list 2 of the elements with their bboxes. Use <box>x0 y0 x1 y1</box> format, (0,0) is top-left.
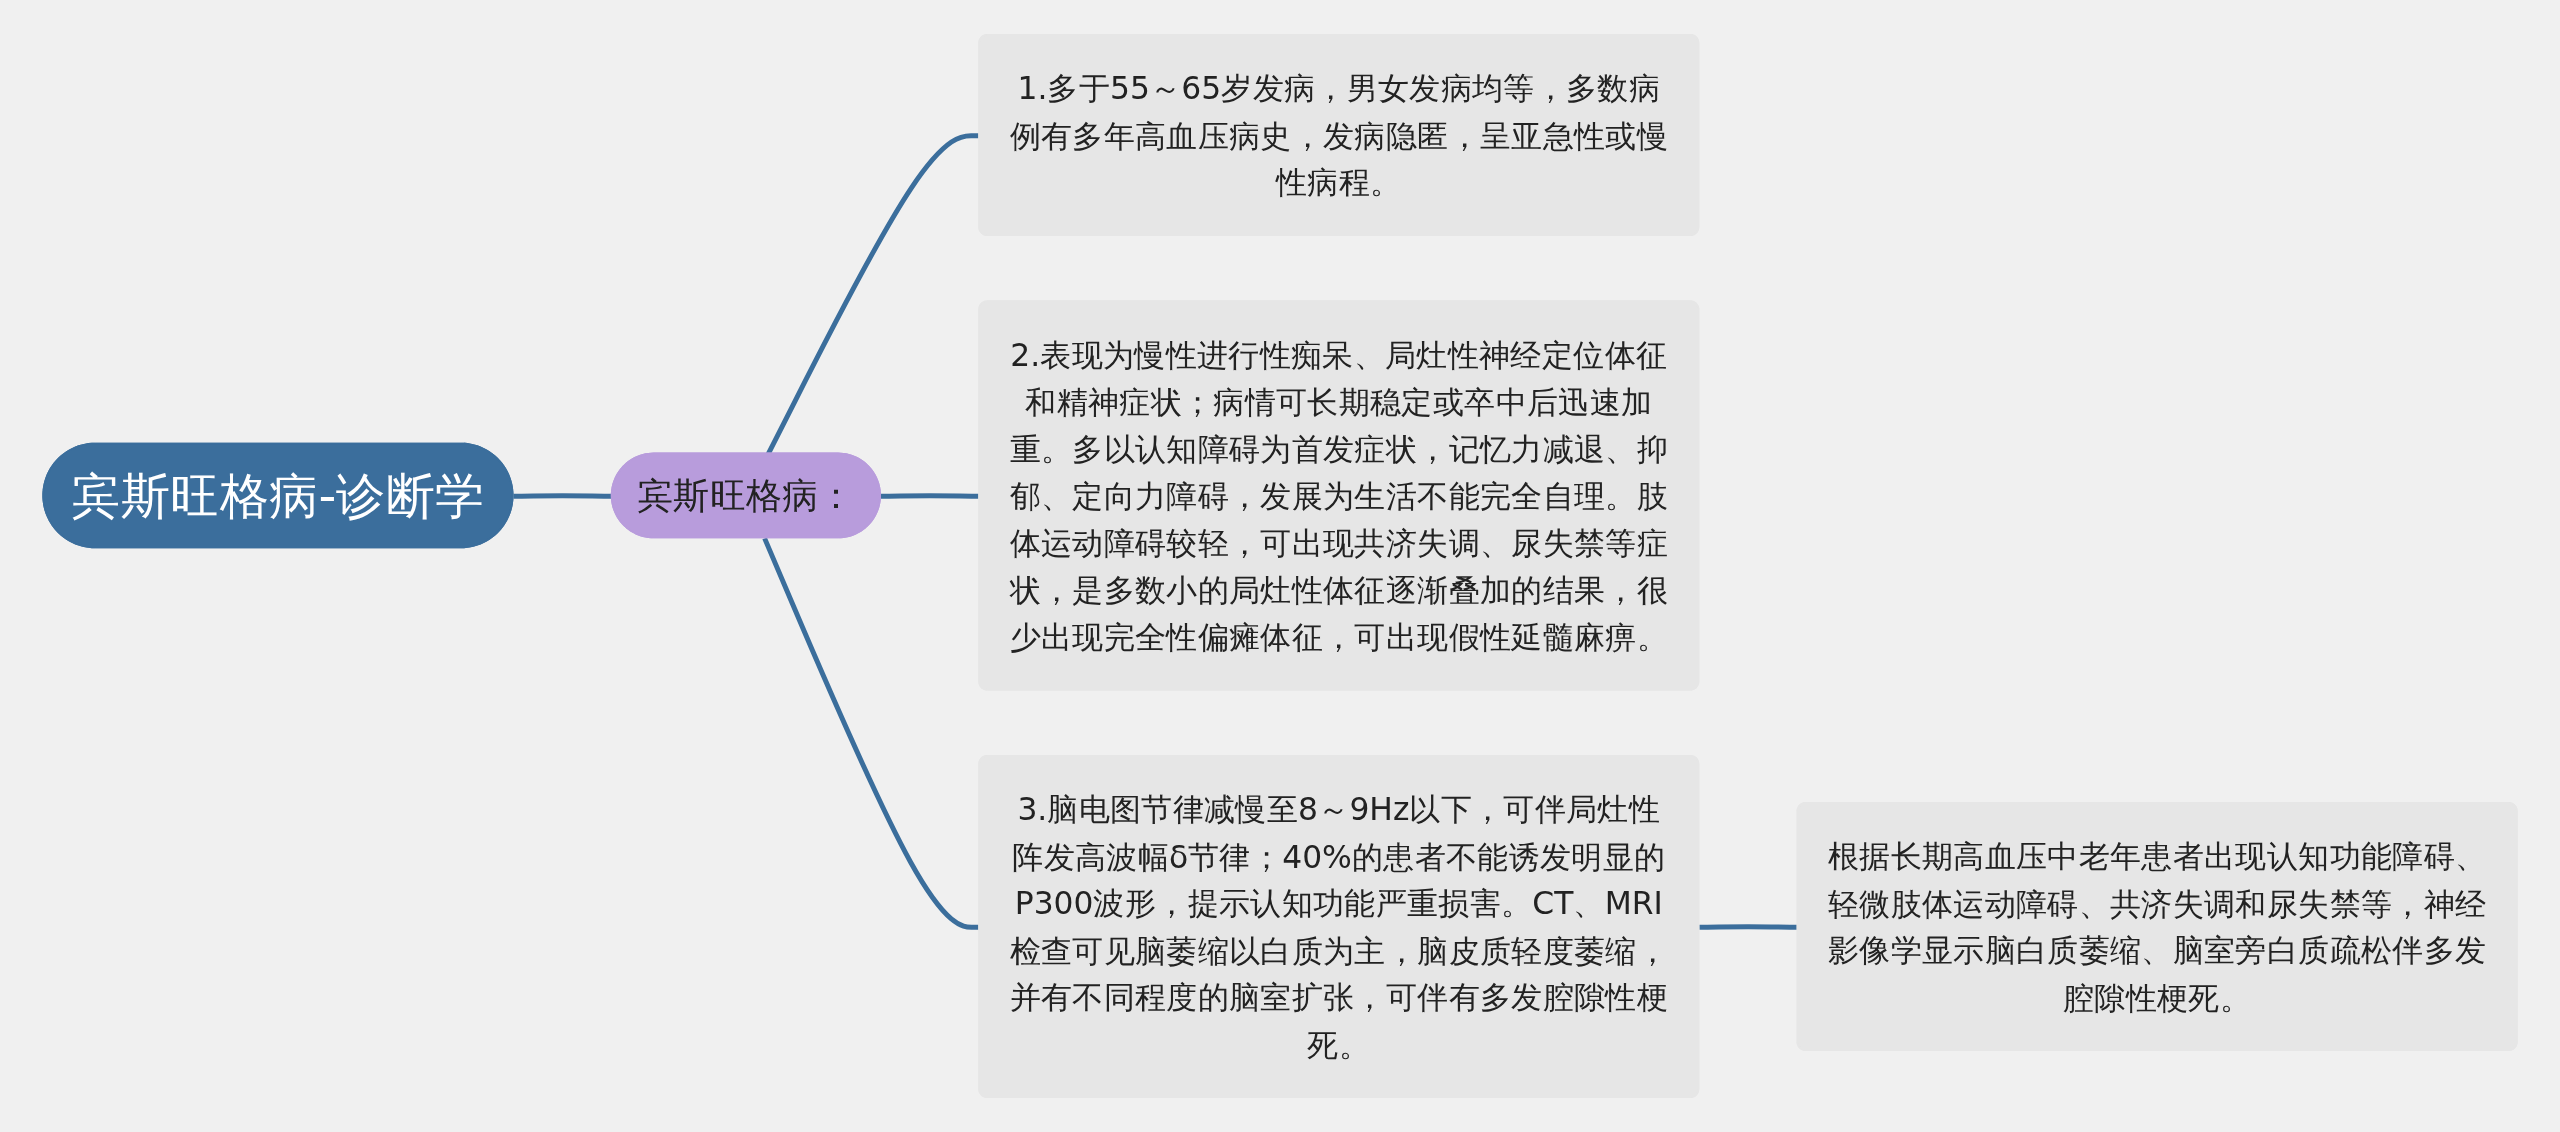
connector <box>880 493 980 499</box>
connector <box>762 537 980 930</box>
